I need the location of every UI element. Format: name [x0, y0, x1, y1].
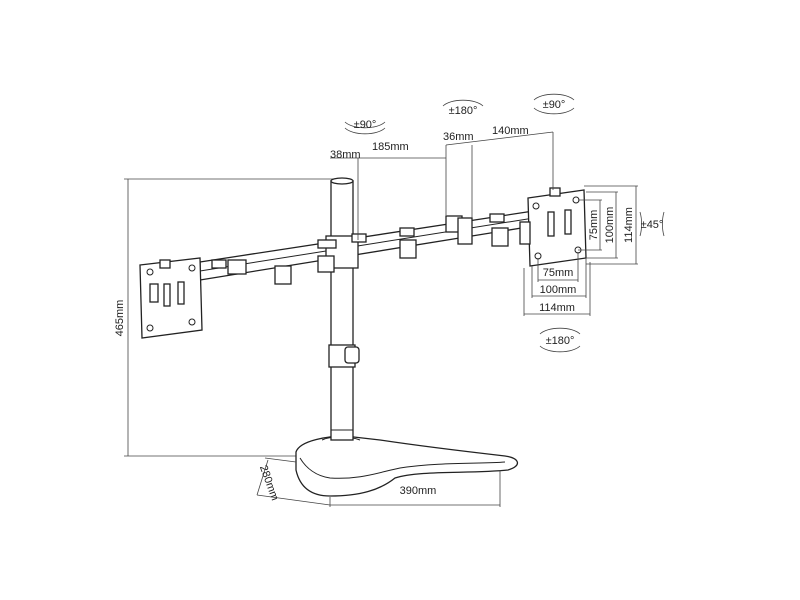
rotation-right-arm: ±90° — [533, 93, 575, 115]
vesa-h114-label: 114mm — [539, 302, 575, 314]
vesa-v100-label: 100mm — [604, 207, 616, 244]
rotation-left-arm-label: ±90° — [354, 119, 377, 131]
rotation-left-arm: ±90° — [344, 119, 386, 135]
pole — [328, 177, 360, 441]
vesa-v114-label: 114mm — [623, 207, 635, 243]
segment-2-label: 140mm — [492, 125, 529, 137]
rotation-vesa-tilt-label: ±45° — [641, 219, 664, 231]
vesa-h75-label: 75mm — [543, 267, 574, 279]
base-width-label: 390mm — [400, 485, 437, 497]
height-dimension: 465mm — [114, 178, 338, 457]
right-vesa-plate — [519, 187, 587, 267]
rotation-vesa-tilt: ±45° — [639, 211, 665, 237]
height-label: 465mm — [114, 300, 126, 337]
pole-to-joint-label: 38mm — [330, 149, 361, 161]
left-vesa-plate — [139, 257, 203, 339]
segment-1-label: 185mm — [372, 141, 409, 153]
rotation-vesa-swivel: ±180° — [539, 327, 581, 353]
arm — [199, 209, 541, 285]
rotation-right-arm-label: ±90° — [543, 99, 566, 111]
vesa-horizontal-dimensions: 75mm 100mm 114mm — [523, 252, 591, 316]
joint-width-label: 36mm — [443, 131, 474, 143]
arm-dimension-lines: 38mm 185mm 36mm 140mm — [330, 125, 554, 240]
rotation-vesa-swivel-label: ±180° — [546, 335, 575, 347]
vesa-vertical-dimensions: 75mm 100mm 114mm — [578, 185, 638, 265]
vesa-h100-label: 100mm — [540, 284, 577, 296]
rotation-center-joint-label: ±180° — [449, 105, 478, 117]
rotation-center-joint: ±180° — [442, 99, 484, 117]
vesa-v75-label: 75mm — [588, 210, 600, 241]
